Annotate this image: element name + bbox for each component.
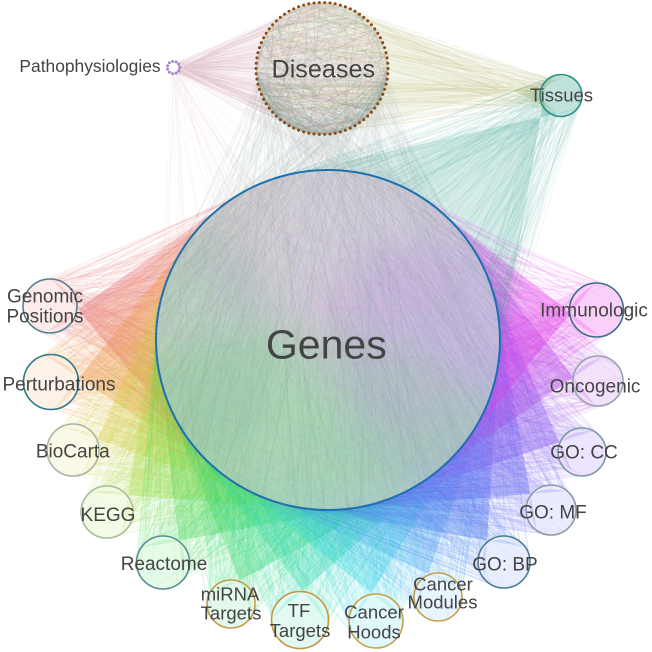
svg-text:Targets: Targets xyxy=(201,603,262,624)
svg-text:Positions: Positions xyxy=(6,307,83,328)
svg-text:KEGG: KEGG xyxy=(81,505,136,526)
svg-text:BioCarta: BioCarta xyxy=(36,442,110,463)
svg-text:miRNA: miRNA xyxy=(201,584,260,605)
svg-text:Cancer: Cancer xyxy=(344,602,404,623)
svg-text:TF: TF xyxy=(288,600,311,621)
svg-text:GO: CC: GO: CC xyxy=(550,443,618,464)
svg-text:Hoods: Hoods xyxy=(347,622,400,643)
svg-text:Genes: Genes xyxy=(266,321,387,367)
svg-text:GO: BP: GO: BP xyxy=(472,555,537,576)
svg-text:Cancer: Cancer xyxy=(413,574,473,595)
svg-text:Pathophysiologies: Pathophysiologies xyxy=(19,56,160,76)
svg-text:Immunologic: Immunologic xyxy=(540,301,648,322)
svg-text:Perturbations: Perturbations xyxy=(2,375,115,396)
svg-text:Tissues: Tissues xyxy=(530,85,593,106)
svg-text:GO: MF: GO: MF xyxy=(519,503,587,524)
svg-text:Targets: Targets xyxy=(270,620,331,641)
svg-text:Reactome: Reactome xyxy=(121,554,208,575)
svg-text:Modules: Modules xyxy=(408,592,478,613)
svg-text:Oncogenic: Oncogenic xyxy=(550,377,641,398)
svg-text:Diseases: Diseases xyxy=(272,55,376,83)
svg-text:Genomic: Genomic xyxy=(7,287,83,308)
